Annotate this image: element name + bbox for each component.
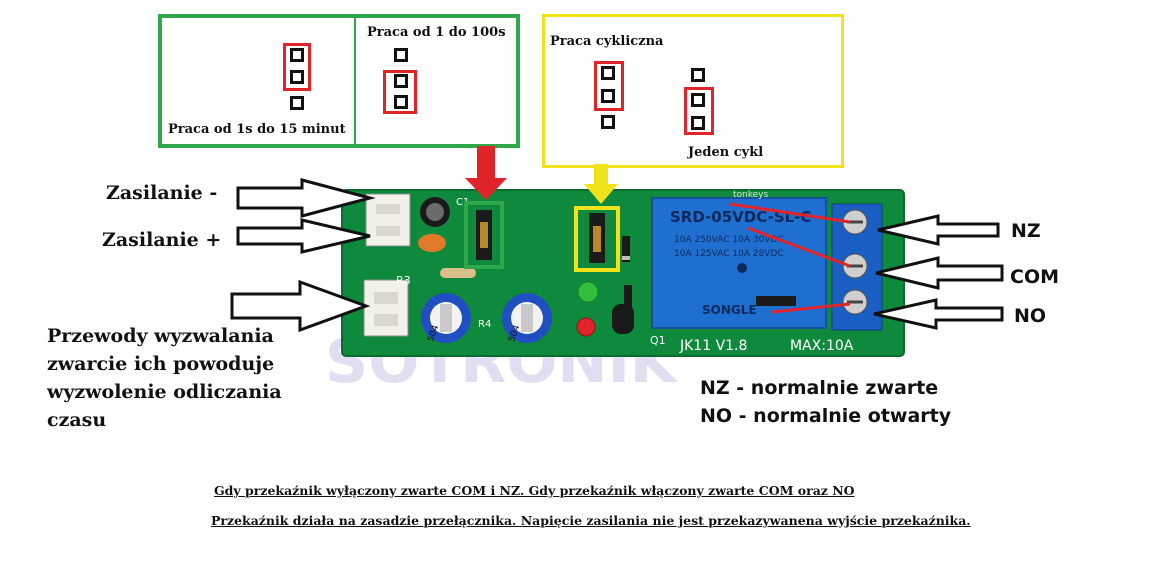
mode-jumper-highlight xyxy=(574,206,620,272)
diode xyxy=(622,236,630,262)
red-led xyxy=(576,317,596,337)
trigger-connector xyxy=(363,279,409,337)
jumper-highlight xyxy=(383,70,417,114)
relay-brand: SONGLE xyxy=(702,303,757,317)
potentiometer-1 xyxy=(421,293,471,343)
jumper-pin xyxy=(394,74,408,88)
max-current-label: MAX:10A xyxy=(790,338,854,354)
relay-rating-1: 10A 250VAC 10A 30VDC xyxy=(674,235,784,245)
jumper-highlight xyxy=(684,87,714,135)
single-cycle-caption: Jeden cykl xyxy=(688,145,764,160)
jumper-pin xyxy=(290,48,304,62)
red-line-com xyxy=(747,226,851,268)
model-label: JK11 V1.8 xyxy=(679,338,747,354)
legend-nz: NZ - normalnie zwarte xyxy=(700,377,939,399)
brand-label: tonkeys xyxy=(733,190,768,200)
small-diode xyxy=(624,285,632,307)
nz-label: NZ xyxy=(1011,220,1041,242)
timing-left-caption: Praca od 1s do 15 minut xyxy=(168,122,346,137)
power-plus-arrow xyxy=(236,218,371,254)
trigger-line-3: wyzwolenie odliczania xyxy=(47,381,282,403)
jumper-pin xyxy=(691,116,705,130)
power-minus-label: Zasilanie - xyxy=(106,182,218,204)
jumper-highlight xyxy=(594,61,624,111)
jumper-pin xyxy=(691,68,705,82)
trigger-line-1: Przewody wyzwalania xyxy=(47,325,274,347)
jumper-pin xyxy=(394,48,408,62)
trigger-wires-label: Przewody wyzwalania zwarcie ich powoduje… xyxy=(47,322,282,434)
trigger-line-4: czasu xyxy=(47,409,107,431)
com-label: COM xyxy=(1010,266,1060,288)
r4-label: R4 xyxy=(478,319,491,330)
legend-no: NO - normalnie otwarty xyxy=(700,405,952,427)
timing-range-box xyxy=(158,14,520,148)
red-line-nz xyxy=(729,202,851,224)
r3-label: R3 xyxy=(396,274,411,287)
trigger-line-2: zwarcie ich powoduje xyxy=(47,353,275,375)
timing-box-divider xyxy=(354,18,356,144)
power-connector xyxy=(365,193,411,247)
green-led xyxy=(577,281,599,303)
no-label: NO xyxy=(1014,305,1047,327)
q1-label: Q1 xyxy=(650,334,666,347)
trigger-arrow xyxy=(230,279,371,333)
nz-arrow xyxy=(877,214,1000,246)
red-line-no xyxy=(771,302,851,314)
ceramic-capacitor xyxy=(418,234,446,252)
jumper-pin xyxy=(601,89,615,103)
range-jumper-highlight xyxy=(464,201,504,269)
resistor xyxy=(440,268,476,278)
power-minus-arrow xyxy=(236,178,376,218)
transistor xyxy=(612,304,634,334)
jumper-pin xyxy=(691,93,705,107)
jumper-pin xyxy=(290,96,304,110)
mode-box xyxy=(542,14,844,168)
no-arrow xyxy=(873,298,1004,330)
potentiometer-2 xyxy=(502,293,552,343)
note-line-2: Przekaźnik działa na zasadzie przełączni… xyxy=(211,513,971,528)
red-down-arrow xyxy=(465,146,507,200)
yellow-down-arrow xyxy=(584,164,618,204)
jumper-highlight xyxy=(283,43,311,91)
jumper-pin xyxy=(601,66,615,80)
relay-model-label: SRD-05VDC-SL-C xyxy=(670,208,811,226)
jumper-pin xyxy=(290,70,304,84)
c1-label: C1 xyxy=(456,197,469,208)
jumper-pin xyxy=(394,95,408,109)
cyclic-caption: Praca cykliczna xyxy=(550,34,664,49)
power-plus-label: Zasilanie + xyxy=(102,229,222,251)
relay xyxy=(651,197,827,329)
relay-rating-2: 10A 125VAC 10A 28VDC xyxy=(674,249,784,259)
timing-right-caption: Praca od 1 do 100s xyxy=(367,25,506,40)
jumper-pin xyxy=(601,115,615,129)
note-line-1: Gdy przekaźnik wyłączony zwarte COM i NZ… xyxy=(214,483,855,498)
com-arrow xyxy=(875,256,1004,290)
